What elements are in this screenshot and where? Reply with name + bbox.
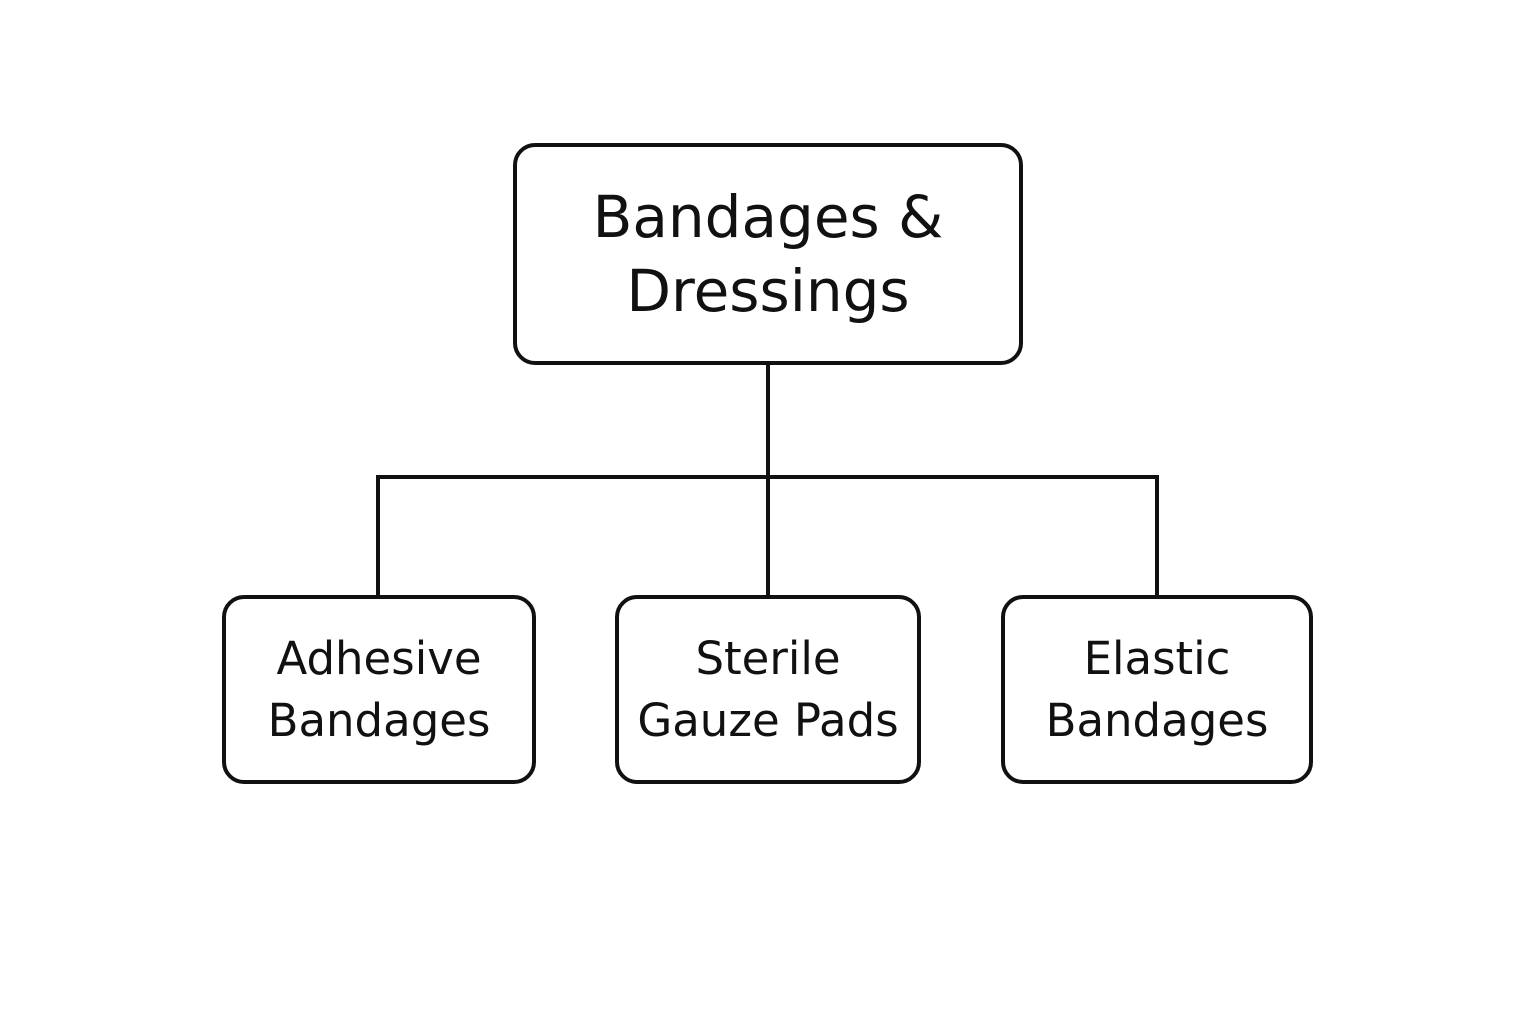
- child-label-line-2: Bandages: [267, 693, 491, 747]
- child-label-line-1: Sterile: [695, 631, 841, 685]
- child-node-sterile-gauze-pads: Sterile Gauze Pads: [615, 595, 921, 784]
- child-node-elastic-bandages: Elastic Bandages: [1001, 595, 1313, 784]
- child-label-line-1: Adhesive: [276, 631, 482, 685]
- root-label-line-2: Dressings: [626, 257, 910, 325]
- child-label-line-2: Gauze Pads: [637, 693, 899, 747]
- root-node-bandages-dressings: Bandages & Dressings: [513, 143, 1023, 365]
- child-node-adhesive-bandages: Adhesive Bandages: [222, 595, 536, 784]
- root-label-line-1: Bandages &: [592, 183, 944, 251]
- child-label-line-2: Bandages: [1045, 693, 1269, 747]
- child-label-line-1: Elastic: [1083, 631, 1231, 685]
